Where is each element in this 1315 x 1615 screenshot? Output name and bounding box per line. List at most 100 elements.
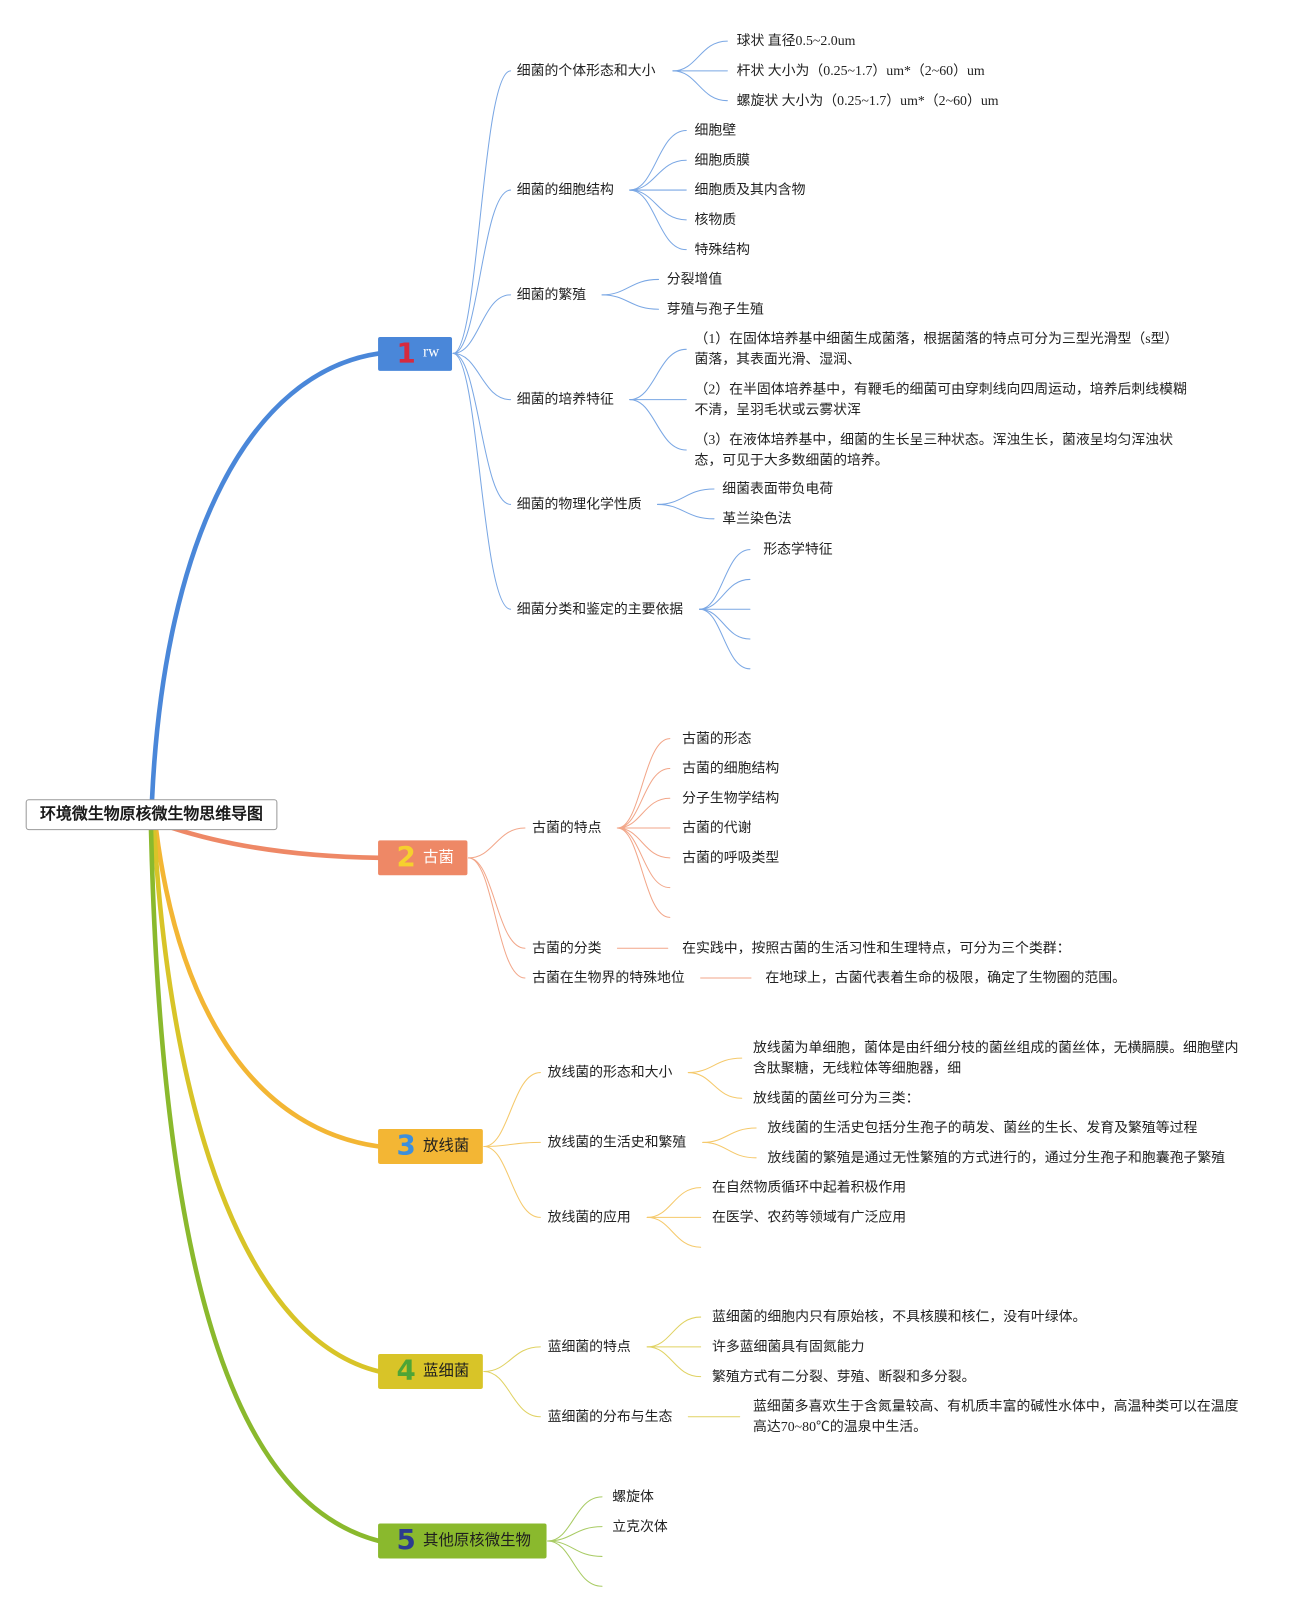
detail-node: （2）在半固体培养基中，有鞭毛的细菌可由穿刺线向四周运动，培养后刺线模糊 不清，…	[694, 379, 1186, 420]
detail-node: 特殊结构	[694, 241, 750, 257]
detail-node: 在自然物质循环中起着积极作用	[711, 1179, 907, 1195]
connector-line	[629, 129, 687, 191]
detail-line: 蓝细菌多喜欢生于含氮量较高、有机质丰富的碱性水体中，高温种类可以在温度	[753, 1398, 1239, 1414]
detail-node: 革兰染色法	[722, 510, 792, 527]
connector-line	[467, 857, 526, 979]
connector-line	[483, 1146, 541, 1218]
connector-line	[699, 608, 751, 670]
connector-line	[687, 1057, 743, 1074]
subtopic-node: 细菌的个体形态和大小	[516, 62, 656, 79]
connector-line	[646, 1316, 702, 1348]
branch-number: 3	[396, 1130, 416, 1162]
main-branch-line	[153, 827, 382, 1149]
detail-line: 含肽聚糖，无线粒体等细胞器，细	[753, 1060, 962, 1076]
connector-line	[452, 70, 512, 354]
branch-label: 放线菌	[423, 1137, 470, 1155]
detail-node: 古菌的代谢	[682, 819, 752, 836]
connector-line	[656, 503, 715, 520]
subtopic-node: 放线菌的生活史和繁殖	[547, 1134, 687, 1150]
detail-node: 螺旋状 大小为（0.25~1.7）um*（2~60）um	[736, 92, 999, 108]
connector-line	[616, 827, 671, 859]
subtopic-node: 立克次体	[612, 1518, 668, 1534]
detail-node: 分裂增值	[666, 271, 723, 287]
subtopic-node: 放线菌的应用	[547, 1209, 631, 1225]
connector-line	[672, 70, 728, 102]
branch-3-topic: 3 放线菌	[378, 1129, 483, 1164]
detail-node: 细菌表面带负电荷	[722, 480, 834, 497]
connector-line	[452, 352, 512, 505]
connector-line	[483, 1141, 541, 1148]
detail-node: 繁殖方式有二分裂、芽殖、断裂和多分裂。	[711, 1368, 976, 1384]
main-branch-line	[149, 351, 382, 802]
connector-line	[547, 1526, 603, 1542]
connector-line	[702, 1127, 757, 1143]
connector-line	[616, 767, 671, 829]
detail-line: 不清，呈羽毛状或云雾状浑	[694, 401, 861, 418]
detail-node: 在医学、农药等领域有广泛应用	[711, 1209, 907, 1225]
detail-line: 态，可见于大多数细菌的培养。	[694, 452, 889, 468]
connector-line	[616, 797, 671, 829]
connector-line	[483, 1370, 541, 1418]
connector-line	[452, 352, 512, 610]
detail-node: 杆状 大小为（0.25~1.7）um*（2~60）um	[736, 62, 985, 79]
detail-node: 许多蓝细菌具有固氮能力	[711, 1338, 865, 1355]
connector-line	[452, 352, 512, 401]
subtopic-node: 蓝细菌的分布与生态	[547, 1408, 673, 1424]
detail-node: 芽殖与孢子生殖	[666, 301, 764, 317]
subtopic-node: 古菌的分类	[532, 940, 602, 956]
connector-line	[699, 608, 751, 640]
detail-node: 放线菌为单细胞，菌体是由纤细分枝的菌丝组成的菌丝体，无横膈膜。细胞壁内 含肽聚糖…	[753, 1038, 1238, 1079]
connector-line	[646, 1346, 702, 1378]
detail-node: 在地球上，古菌代表着生命的极限，确定了生物圈的范围。	[765, 969, 1126, 986]
subtopic-node: 细菌的繁殖	[516, 286, 587, 303]
subtopic-node: 细菌的细胞结构	[516, 181, 614, 198]
connector-line	[629, 399, 687, 451]
connector-line	[629, 159, 687, 191]
branch-label: 蓝细菌	[423, 1362, 470, 1380]
detail-node: 蓝细菌多喜欢生于含氮量较高、有机质丰富的碱性水体中，高温种类可以在温度 高达70…	[753, 1396, 1238, 1437]
detail-node: 球状 直径0.5~2.0um	[736, 32, 856, 49]
detail-node: 细胞壁	[694, 122, 737, 138]
detail-line: （2）在半固体培养基中，有鞭毛的细菌可由穿刺线向四周运动，培养后刺线模糊	[694, 381, 1187, 397]
connector-line	[547, 1540, 603, 1557]
detail-node: 分子生物学结构	[682, 790, 780, 806]
connector-line	[699, 578, 751, 610]
subtopic-node: 螺旋体	[612, 1488, 654, 1505]
main-branch-line	[148, 827, 382, 1544]
main-branch-line	[151, 827, 382, 1374]
detail-line: （3）在液体培养基中，细菌的生长呈三种状态。浑浊生长，菌液呈均匀浑浊状	[694, 431, 1173, 447]
detail-node: （1）在固体培养基中细菌生成菌落，根据菌落的特点可分为三型光滑型（s型） 菌落，…	[694, 329, 1178, 370]
detail-node: 古菌的细胞结构	[682, 760, 780, 776]
connector-line	[452, 294, 512, 354]
connector-line	[483, 1072, 541, 1148]
connector-line	[467, 857, 526, 949]
connector-line	[483, 1346, 541, 1373]
subtopic-node: 细菌的物理化学性质	[516, 496, 642, 512]
detail-line: （1）在固体培养基中细菌生成菌落，根据菌落的特点可分为三型光滑型（s型）	[694, 330, 1179, 347]
connector-line	[699, 549, 751, 610]
subtopic-node: 古菌的特点	[532, 819, 602, 836]
connector-line	[547, 1496, 603, 1542]
connector-line	[616, 827, 671, 918]
detail-node: 放线菌的生活史包括分生孢子的萌发、菌丝的生长、发育及繁殖等过程	[767, 1119, 1198, 1136]
detail-node: 放线菌的繁殖是通过无性繁殖的方式进行的，通过分生孢子和胞囊孢子繁殖	[767, 1149, 1226, 1166]
subtopic-node: 蓝细菌的特点	[547, 1338, 631, 1355]
connector-line	[601, 294, 660, 310]
connector-line	[547, 1540, 603, 1587]
connector-line	[672, 40, 728, 72]
connector-line	[646, 1187, 702, 1218]
branch-number: 1	[396, 337, 416, 370]
detail-node: 核物质	[694, 211, 737, 228]
branch-2-topic: 2 古菌	[378, 840, 468, 876]
branch-1-topic: 1 rw	[378, 336, 453, 371]
subtopic-node: 细菌分类和鉴定的主要依据	[516, 600, 684, 617]
branch-label: 古菌	[423, 848, 454, 867]
branch-label: 其他原核微生物	[423, 1531, 531, 1550]
detail-node: 形态学特征	[763, 541, 833, 557]
connector-line	[601, 278, 660, 296]
main-branch-line	[170, 825, 382, 861]
detail-line: 高达70~80℃的温泉中生活。	[753, 1418, 927, 1435]
detail-node: 古菌的形态	[682, 730, 752, 746]
branch-number: 5	[396, 1524, 416, 1557]
connector-line	[616, 827, 671, 889]
